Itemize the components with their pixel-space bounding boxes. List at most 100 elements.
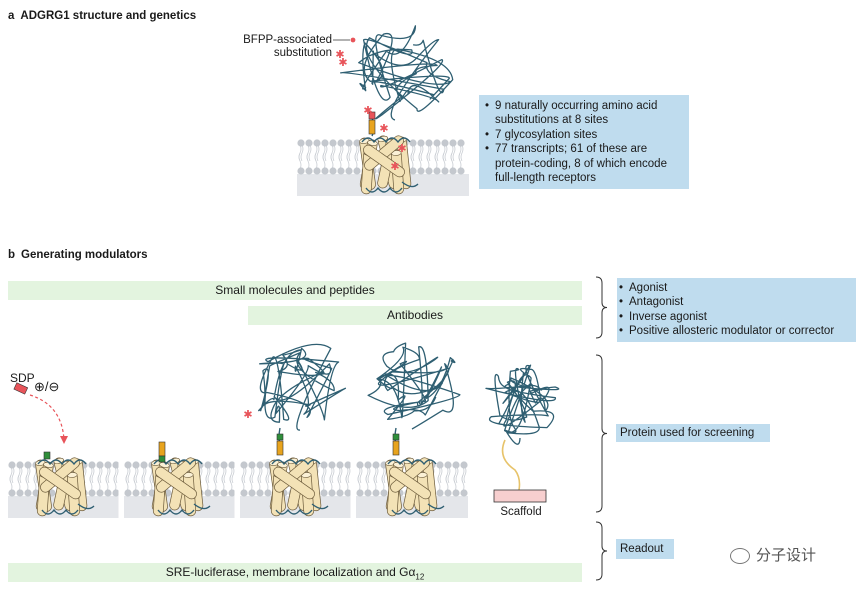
extracellular-loops <box>37 459 87 466</box>
antibodies-bar: Antibodies <box>248 306 582 325</box>
lipid-head <box>425 139 433 147</box>
readout-bar-subscript: 12 <box>415 572 425 582</box>
mutation-star-b3: ✱ <box>243 408 252 421</box>
extracellular-loops <box>387 459 437 466</box>
extracellular-loops <box>271 459 321 466</box>
lipid-head <box>305 139 313 147</box>
lipid-tail <box>340 144 344 162</box>
lipid-head <box>452 489 460 497</box>
ectodomain-chain <box>258 343 346 431</box>
small-molecules-bar: Small molecules and peptides <box>8 281 582 300</box>
lipid-head <box>336 461 344 469</box>
lipid-head <box>297 139 305 147</box>
lipid-tail <box>346 152 350 170</box>
lipid-head <box>264 489 272 497</box>
stalk-orange <box>368 119 376 135</box>
helix-cylinder <box>155 466 197 500</box>
lipid-head <box>88 461 96 469</box>
lipid-tail <box>213 474 217 492</box>
lipid-tail <box>25 474 29 492</box>
lipid-head <box>460 489 468 497</box>
lipid-head <box>228 489 236 497</box>
lipid-head <box>433 167 441 175</box>
lipid-tail <box>453 474 457 492</box>
mutation-star-a: ✱ <box>379 122 388 135</box>
lipid-tail <box>452 144 456 162</box>
lipid-tail <box>300 144 304 162</box>
lipid-tail <box>330 152 334 170</box>
readout-bar: SRE-luciferase, membrane localization an… <box>8 563 582 582</box>
c-terminal-tail <box>401 181 419 188</box>
stalk-orange-b3 <box>276 440 284 456</box>
ectodomain-chain <box>367 342 461 430</box>
lipid-tail <box>437 474 441 492</box>
lipid-head <box>441 139 449 147</box>
wechat-icon <box>730 547 750 564</box>
watermark-text: 分子设计 <box>756 546 817 564</box>
scaffold-block <box>493 489 547 503</box>
mutation-star-a: ✱ <box>363 104 372 117</box>
lipid-head <box>132 489 140 497</box>
mutation-star-a: ✱ <box>390 160 399 173</box>
lipid-head <box>16 489 24 497</box>
lipid-head <box>449 139 457 147</box>
lipid-head <box>313 139 321 147</box>
intracellular-loops <box>275 508 313 515</box>
lipid-tail <box>149 474 153 492</box>
extracellular-loops <box>361 137 411 144</box>
intracellular-loops <box>391 508 429 515</box>
lipid-tail <box>135 466 139 484</box>
lipid-tail <box>412 144 416 162</box>
lipid-head <box>321 167 329 175</box>
lipid-tail <box>447 466 451 484</box>
panel-b-heading: Generating modulators <box>21 249 148 261</box>
lipid-tail <box>455 466 459 484</box>
lipid-tail <box>428 144 432 162</box>
lipid-head <box>305 167 313 175</box>
lipid-tail <box>332 144 336 162</box>
lipid-head <box>320 489 328 497</box>
modulator-type-item: Positive allosteric modulator or correct… <box>619 324 856 339</box>
lipid-tail <box>337 474 341 492</box>
lipid-tail <box>9 474 13 492</box>
lipid-head <box>356 461 364 469</box>
scaffold-linker <box>501 439 521 491</box>
lipid-tail <box>243 466 247 484</box>
lipid-head <box>297 167 305 175</box>
lipid-head <box>329 167 337 175</box>
bfpp-mutation-dot <box>350 37 356 43</box>
fact-item: 7 glycosylation sites <box>485 128 685 143</box>
lipid-tail <box>420 144 424 162</box>
stalk-orange-b4 <box>392 440 400 456</box>
lipid-tail <box>133 474 137 492</box>
ectodomain-scaffold <box>485 364 560 445</box>
lipid-tail <box>89 474 93 492</box>
lipid-head <box>240 489 248 497</box>
membrane-shadow <box>8 496 120 518</box>
seven-tm-bundle-b1 <box>35 457 95 517</box>
lipid-head <box>336 489 344 497</box>
lipid-head <box>240 461 248 469</box>
helix-cylinder <box>363 144 405 178</box>
lipid-tail <box>33 474 37 492</box>
lipid-head <box>204 489 212 497</box>
lipid-tail <box>17 474 21 492</box>
stalk-green-b2 <box>158 455 166 463</box>
lipid-tail <box>257 474 261 492</box>
lipid-head <box>256 461 264 469</box>
lipid-head <box>140 461 148 469</box>
helix-cylinder <box>389 466 431 500</box>
lipid-head <box>88 489 96 497</box>
lipid-tail <box>445 474 449 492</box>
lipid-head <box>328 461 336 469</box>
lipid-tail <box>354 152 358 170</box>
lipid-head <box>220 461 228 469</box>
ectodomain-chain <box>485 364 560 445</box>
sdp-arrow-path <box>29 394 65 441</box>
ectodomain-panel-a <box>340 25 454 121</box>
stalk-green-b3 <box>276 433 284 441</box>
mutation-star-a: ✱ <box>338 56 347 69</box>
